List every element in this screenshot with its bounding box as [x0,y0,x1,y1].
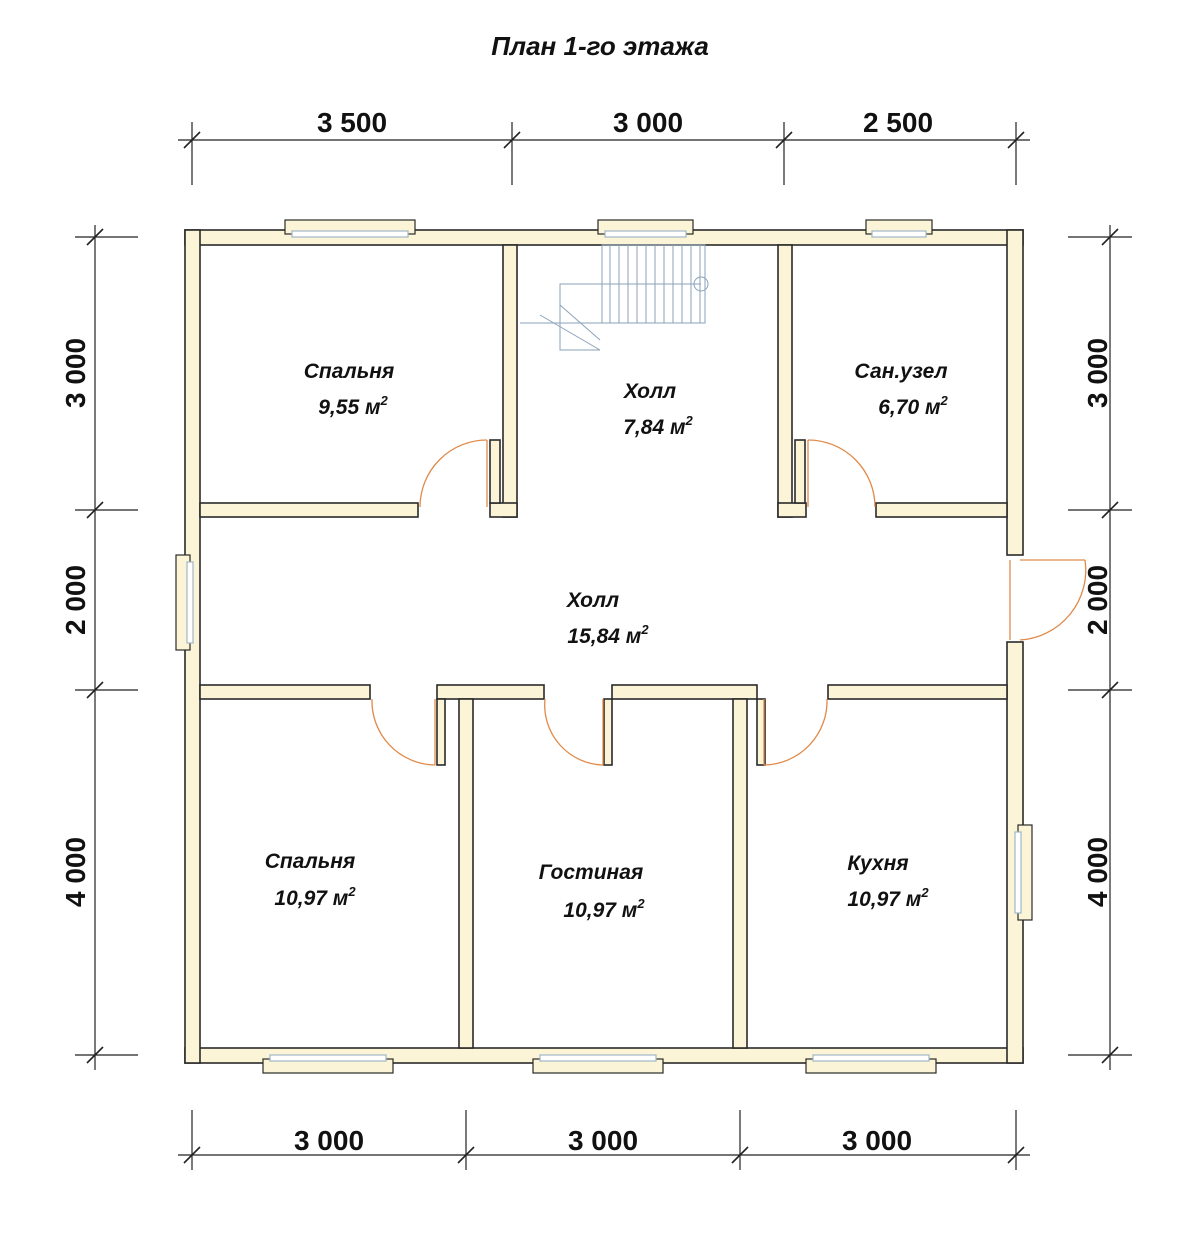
dimension-label: 4 000 [60,837,91,907]
room-area: 10,97 м2 [274,884,356,910]
plan-title: План 1-го этажа [491,31,709,61]
room-name: Спальня [304,360,395,383]
room-area: 7,84 м2 [623,413,693,439]
bottom-dimensions: 3 000 3 000 3 000 [178,1110,1030,1170]
door [807,439,876,508]
room-area: 10,97 м2 [847,885,929,911]
left-dimensions: 3 000 2 000 4 000 [60,225,138,1070]
window [262,1054,394,1074]
room-area: 9,55 м2 [318,393,388,419]
door [1009,559,1087,641]
room-holl-main: Холл 15,84 м2 [566,589,649,648]
door [763,698,828,766]
window [284,219,416,238]
dimension-label: 4 000 [1082,837,1113,907]
dimension-label: 3 000 [60,338,91,408]
room-name: Холл [623,380,676,403]
dimension-label: 3 000 [568,1125,638,1156]
window [1014,824,1033,921]
dimension-label: 2 500 [863,107,933,138]
room-holl-upper: Холл 7,84 м2 [623,380,694,439]
dimension-label: 3 500 [317,107,387,138]
window [865,219,933,238]
room-name: Спальня [265,850,356,873]
room-spalnya-lower: Спальня 10,97 м2 [265,850,357,910]
window [597,219,694,238]
room-area: 6,70 м2 [878,393,948,419]
dimension-label: 3 000 [1082,338,1113,408]
room-kukhnya: Кухня 10,97 м2 [847,852,929,911]
dimension-label: 2 000 [1082,565,1113,635]
dimension-label: 2 000 [60,565,91,635]
staircase [520,244,709,351]
room-spalnya-upper: Спальня 9,55 м2 [304,360,395,419]
room-area: 15,84 м2 [567,622,649,648]
windows [175,219,1033,1074]
window [532,1054,664,1074]
door [371,698,436,766]
window [805,1054,937,1074]
dimension-label: 3 000 [294,1125,364,1156]
room-name: Сан.узел [854,360,947,383]
room-name: Кухня [847,852,908,875]
room-sanuzel: Сан.узел 6,70 м2 [854,360,948,419]
room-name: Гостиная [539,861,644,884]
room-area: 10,97 м2 [563,896,645,922]
dimension-label: 3 000 [613,107,683,138]
window [175,554,194,651]
top-dimensions: 3 500 3 000 2 500 [178,107,1030,185]
doors [371,439,1087,766]
right-dimensions: 3 000 2 000 4 000 [1068,225,1132,1070]
dimension-label: 3 000 [842,1125,912,1156]
room-name: Холл [566,589,619,612]
room-gostinaya: Гостиная 10,97 м2 [539,861,646,922]
door [419,439,488,508]
door [544,698,604,766]
